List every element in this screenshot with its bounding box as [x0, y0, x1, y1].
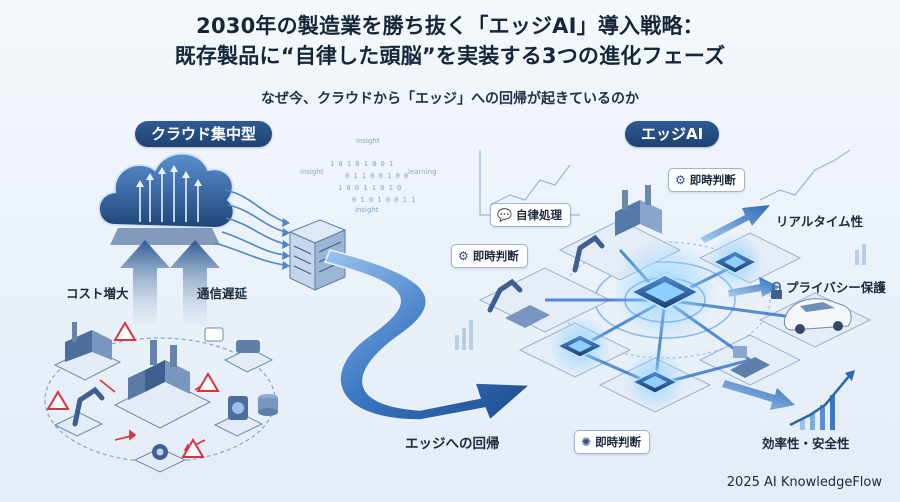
callout-autonomous: 💬 自律処理 [490, 203, 571, 227]
data-word-1: insight [356, 137, 380, 145]
footer-credit: 2025 AI KnowledgeFlow [726, 475, 882, 490]
ai-chip-bottom [631, 370, 679, 394]
return-to-edge-label: エッジへの回帰 [405, 436, 500, 452]
car-icon [783, 298, 852, 334]
svg-text:0 1 1 0 0 1 0 0: 0 1 1 0 0 1 0 0 [345, 172, 408, 180]
edge-section-label: エッジAI [625, 121, 720, 147]
cloud-group [97, 152, 235, 245]
data-word-4: insight [355, 206, 379, 214]
issue-cost-label: コスト増大 [66, 286, 129, 301]
warning-icons [46, 321, 220, 458]
benefit-privacy-label: プライバシー保護 [786, 280, 886, 295]
growth-chart [789, 370, 855, 430]
callout-top: ⚙ 即時判断 [668, 168, 745, 192]
callout-bottom: ✺ 即時判断 [574, 430, 651, 454]
data-matrix: 1 0 1 0 1 0 0 1 0 1 1 0 0 1 0 0 1 0 0 1 … [330, 160, 415, 204]
factory-network [44, 321, 278, 473]
benefit-efficiency-label: 効率性・安全性 [762, 436, 850, 451]
return-to-edge-arrow [323, 249, 532, 422]
brain-icon: ✺ [581, 435, 592, 449]
title-line-2: 既存製品に“自律した頭脳”を実装する3つの進化フェーズ [174, 44, 726, 68]
ai-chip-right [712, 250, 758, 274]
cloud-section-label: クラウド集中型 [135, 121, 273, 147]
subtitle: なぜ今、クラウドから「エッジ」への回帰が起きているのか [261, 91, 639, 107]
gear-icon: ⚙ [458, 249, 469, 263]
edge-factory [487, 185, 770, 378]
callout-left: ⚙ 即時判断 [451, 244, 528, 268]
benefit-realtime-label: リアルタイム性 [776, 214, 864, 229]
benefit-efficiency-arrow [722, 380, 795, 410]
ai-chip-left [556, 334, 604, 358]
benefit-privacy-arrow [728, 277, 780, 297]
svg-text:0 1 0 1 0 0 1 1: 0 1 0 1 0 0 1 1 [352, 196, 415, 204]
data-word-3: learning [408, 168, 437, 176]
svg-text:1 0 0 1 1 0 1 0: 1 0 0 1 1 0 1 0 [338, 184, 401, 192]
cloud-data-lines [214, 189, 286, 266]
cost-up-arrow [120, 240, 170, 325]
data-word-2: insight [300, 168, 324, 176]
title-line-1: 2030年の製造業を勝ち抜く「エッジAI」導入戦略： [196, 14, 704, 38]
benefit-realtime-arrow [700, 205, 770, 243]
gear-icon: ⚙ [675, 173, 686, 187]
chat-icon: 💬 [497, 208, 512, 222]
ai-chip-center [630, 274, 700, 310]
issue-latency-label: 通信遅延 [197, 286, 248, 301]
background-bars [455, 244, 866, 350]
latency-up-arrow [170, 240, 220, 325]
lock-icon [771, 281, 782, 299]
svg-text:1 0 1 0 1 0 0 1: 1 0 1 0 1 0 0 1 [330, 160, 393, 168]
